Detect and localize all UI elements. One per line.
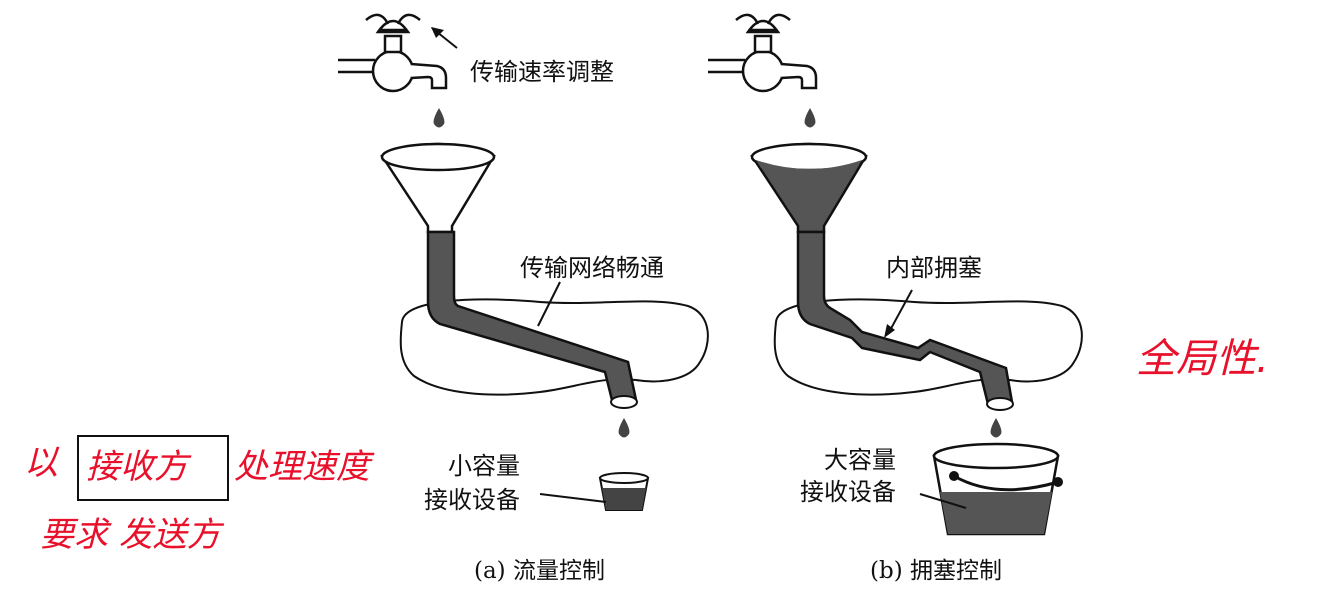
water-drop [990, 418, 1002, 438]
caption-b: (b) 拥塞控制 [870, 558, 1002, 584]
water-drop [804, 108, 816, 128]
receiver-label-line2: 接收设备 [800, 478, 896, 506]
arrowhead [884, 324, 895, 338]
annotation-boxed-text: 接收方 [86, 447, 192, 487]
pipe-outlet [610, 395, 638, 409]
faucet-icon [338, 13, 448, 93]
faucet-icon [708, 13, 818, 93]
water-drop [618, 418, 630, 438]
faucet-label: 传输速率调整 [470, 58, 614, 86]
receiver-label-line2: 接收设备 [424, 486, 520, 514]
receiver-label-line1: 小容量 [448, 452, 520, 480]
bucket-label-leader [919, 493, 967, 509]
pipe-outlet [986, 397, 1014, 411]
network-cloud [399, 298, 709, 396]
annotation-prefix: 以 [24, 443, 60, 483]
handwritten-annotations: 以 接收方 处理速度 要求 发送方 全局性. [24, 336, 1269, 555]
caption-a: (a) 流量控制 [474, 558, 605, 584]
annotation-right-note: 全局性. [1136, 336, 1269, 382]
pipe-label-leader [887, 289, 913, 335]
network-cloud [773, 298, 1083, 396]
annotation-box [77, 435, 229, 501]
cup-label-leader [539, 493, 607, 503]
congestion-control-panel: 内部拥塞 大容量 接收设备 (b) 拥塞控制 [708, 13, 1083, 584]
pipe-label: 内部拥塞 [886, 254, 982, 282]
flow-control-panel: 传输速率调整 传输网络畅通 小容量 接收设备 (a) 流量控制 [338, 13, 709, 584]
small-receiver-cup [598, 472, 650, 511]
funnel [380, 142, 496, 234]
water-drop [433, 108, 445, 128]
receiver-label-line1: 大容量 [824, 446, 896, 474]
annotation-line2: 要求 发送方 [40, 515, 225, 555]
funnel-full [750, 142, 868, 234]
pipe-label: 传输网络畅通 [520, 254, 664, 282]
annotation-rest: 处理速度 [234, 447, 375, 487]
arrowhead [431, 27, 444, 38]
large-receiver-bucket [932, 442, 1063, 536]
pipe-label-leader [537, 281, 561, 327]
